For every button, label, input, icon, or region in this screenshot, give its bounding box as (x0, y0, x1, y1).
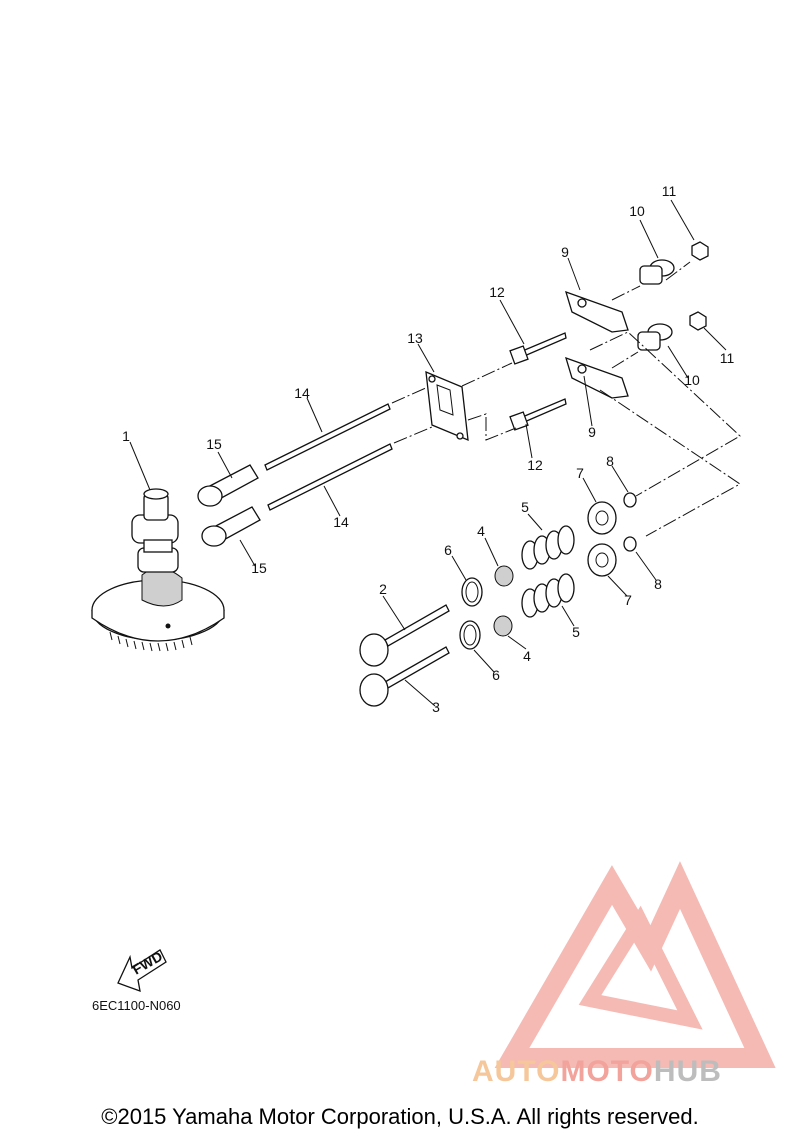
callout-4b: 4 (523, 648, 531, 664)
callout-10b: 10 (684, 372, 700, 388)
callout-8a: 8 (606, 453, 614, 469)
callout-11b: 11 (720, 350, 735, 366)
watermark-logo-icon (494, 861, 776, 1068)
callout-5a: 5 (521, 499, 529, 515)
callout-11a: 11 (662, 183, 677, 199)
callout-12b: 12 (527, 457, 543, 473)
callout-6b: 6 (492, 667, 500, 683)
rocker-arm-part (565, 290, 629, 399)
callout-14b: 14 (333, 514, 349, 530)
spring-retainer-part (587, 501, 617, 577)
callout-15b: 15 (251, 560, 267, 576)
leader-lines (129, 199, 727, 707)
copyright-notice: ©2015 Yamaha Motor Corporation, U.S.A. A… (101, 1104, 699, 1129)
nut-part (689, 241, 709, 331)
callout-7a: 7 (576, 465, 584, 481)
tappet-part (197, 464, 261, 547)
washer-part (459, 577, 483, 650)
callout-2: 2 (379, 581, 387, 597)
push-rod-part (264, 403, 393, 511)
watermark-moto: MOTO (560, 1055, 654, 1088)
callout-9b: 9 (588, 424, 596, 440)
callout-13: 13 (407, 330, 423, 346)
valve-seal-part (493, 565, 514, 637)
exhaust-valve-part (359, 646, 450, 707)
callout-9a: 9 (561, 244, 569, 260)
stud-bolt-part (509, 332, 567, 431)
callout-12a: 12 (489, 284, 505, 300)
callout-3: 3 (432, 699, 440, 715)
valve-spring-part (521, 525, 575, 618)
callout-labels: 1 2 3 4 4 5 5 6 6 7 7 8 8 9 9 10 10 11 1… (122, 183, 734, 715)
valve-cotter-part (623, 492, 637, 552)
callout-1: 1 (122, 428, 130, 444)
callout-14a: 14 (294, 385, 310, 401)
watermark-hub: HUB (653, 1055, 722, 1088)
callout-7b: 7 (624, 592, 632, 608)
callout-4a: 4 (477, 523, 485, 539)
fwd-arrow-icon: FWD (117, 948, 167, 992)
guide-plate-part (425, 370, 469, 442)
callout-5b: 5 (572, 624, 580, 640)
pivot-part (637, 259, 675, 351)
callout-15a: 15 (206, 436, 222, 452)
callout-6a: 6 (444, 542, 452, 558)
camshaft-part (91, 488, 225, 652)
diagram-code: 6EC1100-N060 (92, 998, 181, 1013)
assembly-lines (391, 261, 741, 537)
watermark-brand: AUTOMOTOHUB (472, 1055, 722, 1089)
callout-8b: 8 (654, 576, 662, 592)
watermark-auto: AUTO (472, 1055, 561, 1088)
intake-valve-part (359, 604, 450, 667)
callout-10a: 10 (629, 203, 645, 219)
